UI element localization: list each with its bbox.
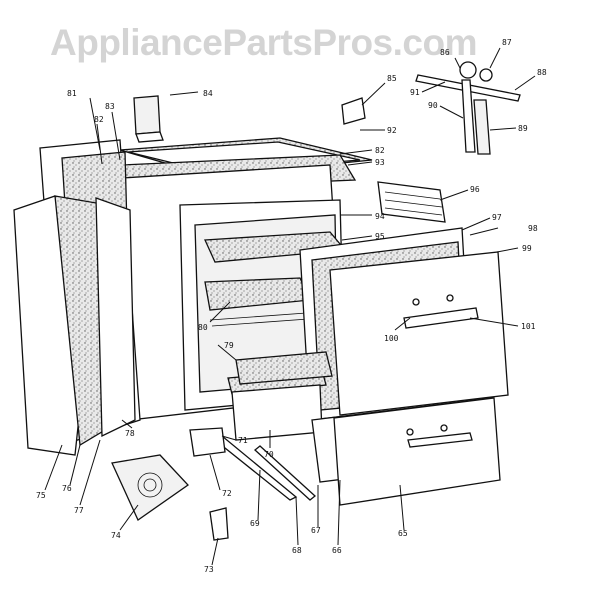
burner-plate-part [111,454,189,521]
clip-part [209,507,229,541]
callout-label: 83 [105,102,115,111]
callout-label: 101 [521,322,536,331]
bracket-part [189,427,226,457]
callout-label: 74 [111,531,121,540]
storage-drawer-part [311,397,501,506]
callout-label: 95 [375,232,385,241]
callout-label: 100 [384,334,399,343]
callout-label: 79 [224,341,234,350]
callout-label: 68 [292,546,302,555]
callout-label: 67 [311,526,321,535]
callout-label: 71 [238,436,248,445]
callout-label: 75 [36,491,46,500]
part-callouts: 84 81 83 82 92 82 93 94 95 96 97 98 99 1… [36,38,547,574]
leader-lines [44,47,536,566]
oven-vent-part [133,95,164,143]
callout-label: 66 [332,546,342,555]
callout-label: 87 [502,38,512,47]
callout-label: 78 [125,429,135,438]
callout-label: 89 [518,124,528,133]
callout-label: 82 [94,115,104,124]
callout-label: 69 [250,519,260,528]
callout-label: 80 [198,323,208,332]
callout-label: 99 [522,244,532,253]
callout-label: 85 [387,74,397,83]
callout-label: 81 [67,89,77,98]
callout-label: 70 [264,450,274,459]
callout-label: 98 [528,224,538,233]
watermark-text: AppliancePartsPros.com [50,22,477,63]
callout-label: 65 [398,529,408,538]
callout-label: 91 [410,88,420,97]
callout-label: 97 [492,213,502,222]
hinge-assembly-part [415,61,521,155]
side-panel-part [13,195,136,456]
callout-label: 77 [74,506,84,515]
callout-label: 96 [470,185,480,194]
callout-label: 92 [387,126,397,135]
callout-label: 73 [204,565,214,574]
callout-label: 93 [375,158,385,167]
callout-label: 84 [203,89,213,98]
latch-part [341,97,366,125]
callout-label: 82 [375,146,385,155]
callout-label: 88 [537,68,547,77]
callout-label: 86 [440,48,450,57]
callout-label: 72 [222,489,232,498]
broiler-rack-part [377,181,446,223]
callout-label: 94 [375,212,385,221]
callout-label: 76 [62,484,72,493]
oven-door-part [329,251,509,416]
callout-label: 90 [428,101,438,110]
